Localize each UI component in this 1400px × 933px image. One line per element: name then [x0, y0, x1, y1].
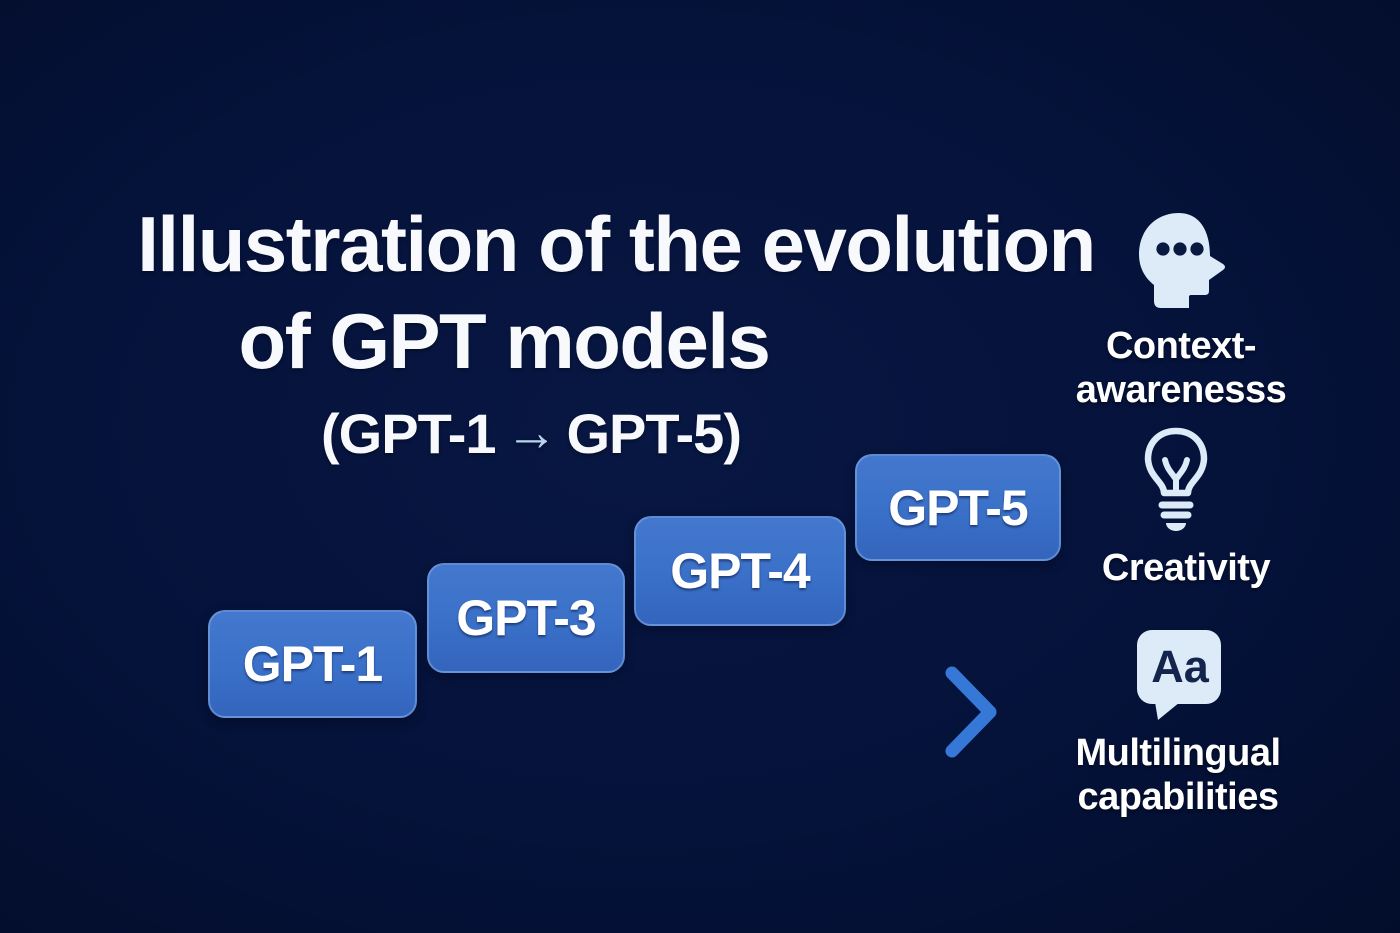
model-box-gpt-3: GPT-3 [427, 563, 625, 673]
speech-bubble-aa-icon: Aa [1137, 630, 1221, 720]
subtitle-left-text: (GPT-1 [321, 402, 496, 465]
model-box-gpt-4: GPT-4 [634, 516, 846, 626]
title-line-2: of GPT models [238, 297, 771, 385]
model-label: GPT-5 [888, 479, 1028, 536]
model-box-gpt-5: GPT-5 [855, 454, 1061, 561]
model-box-gpt-1: GPT-1 [208, 610, 417, 718]
right-arrow-glyph: → [505, 404, 558, 462]
subtitle: (GPT-1→GPT-5) [321, 401, 742, 466]
feature-label-line: awarenesss [1075, 369, 1287, 411]
evolution-arrow-icon [390, 666, 997, 758]
title-line-1: Illustration of the evolution [137, 200, 1096, 288]
lightbulb-icon [1144, 427, 1208, 531]
head-with-dots-icon [1139, 213, 1225, 308]
feature-label-line: Context- [1105, 325, 1257, 367]
model-label: GPT-3 [456, 590, 596, 646]
bubble-aa-text: Aa [1151, 641, 1209, 692]
feature-label-line: Multilingual [1075, 732, 1281, 774]
feature-label-context-awareness: Context- awarenesss [1076, 324, 1287, 412]
feature-label-creativity: Creativity [1101, 546, 1271, 590]
feature-label-line: capabilities [1077, 776, 1279, 818]
model-label: GPT-4 [670, 543, 810, 599]
subtitle-right-text: GPT-5) [566, 402, 742, 465]
model-label: GPT-1 [242, 636, 383, 692]
feature-label-line: Creativity [1101, 547, 1271, 589]
feature-label-multilingual: Multilingual capabilities [1075, 731, 1281, 819]
